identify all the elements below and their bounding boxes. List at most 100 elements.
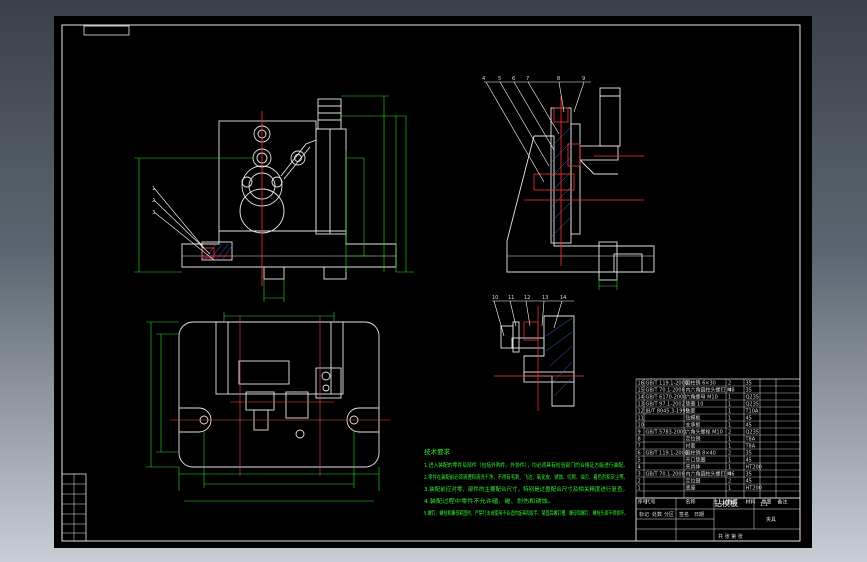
top-view-centerlines [170, 316, 390, 476]
tech-note-2: 2.零件在装配前必须清理和清洗干净，不得有毛刺、飞边、氧化皮、锈蚀、切屑、油污、… [424, 473, 628, 481]
part-material: HT200 [746, 486, 762, 492]
detail-view-callouts: 10 11 12 13 14 [492, 295, 574, 337]
part-material: 35 [746, 472, 752, 478]
part-no: 13 [638, 402, 644, 408]
title-block: 钻模板 夹具 共 张 第 张 1:1 标记 处数 分区 签名 日期 [635, 497, 801, 542]
part-material: Q235 [746, 430, 759, 436]
callout-7: 7 [526, 76, 529, 82]
sheet-count: 共 张 第 张 [718, 533, 743, 540]
part-code: JB/T 8045.3-1999 [645, 409, 689, 415]
part-name: 钻模板 [686, 415, 701, 422]
top-view [178, 321, 380, 468]
callout-6: 6 [512, 76, 515, 82]
part-name: 内六角圆柱头螺钉 M8 [686, 387, 735, 394]
technical-requirements: 技术要求 1.进入装配的零件及部件（包括外购件、外协件），均必须具有检验部门的合… [424, 447, 628, 517]
part-name: 六角头螺栓 M10 [686, 429, 723, 436]
detail-view [500, 315, 575, 407]
revision-count: 处数 [652, 511, 662, 518]
callout-14: 14 [560, 295, 566, 301]
callout-5: 5 [498, 76, 501, 82]
parts-header: 重量 [762, 499, 772, 506]
drawing-title: 钻模板 [714, 498, 738, 508]
part-name: 圆柱销 8×40 [686, 450, 716, 457]
callout-4: 4 [482, 76, 485, 82]
part-no: 9 [638, 430, 641, 436]
tech-notes-heading: 技术要求 [424, 447, 451, 456]
part-no: 7 [638, 444, 641, 450]
part-material: 45 [746, 423, 752, 429]
part-material: 45 [746, 479, 752, 485]
tech-note-1: 1.进入装配的零件及部件（包括外购件、外协件），均必须具有检验部门的合格证方能进… [424, 461, 628, 469]
part-no: 16 [638, 381, 644, 387]
part-code: GB/T 97.1-2002 [646, 402, 685, 408]
front-view-dimensions [134, 95, 414, 302]
parts-header: 代号 [646, 499, 656, 506]
left-binding-strip [61, 473, 87, 542]
part-qty: 4 [728, 388, 731, 394]
part-no: 12 [638, 409, 644, 415]
part-no: 3 [638, 472, 641, 478]
part-name: 定位键 [686, 478, 701, 485]
front-view-hatch [203, 243, 233, 261]
callout-9: 9 [582, 76, 585, 82]
part-qty: 1 [728, 416, 731, 422]
inner-border [61, 24, 801, 542]
callout-3: 3 [152, 210, 155, 216]
part-code: GB/T 70.1-2008 [646, 472, 685, 478]
part-no: 2 [638, 479, 641, 485]
side-view-section-lines [524, 96, 644, 266]
part-qty: 1 [728, 458, 731, 464]
part-no: 10 [638, 423, 644, 429]
part-material: T8A [745, 437, 756, 443]
detail-view-hatch [545, 317, 573, 397]
part-no: 6 [638, 451, 641, 457]
part-material: 45 [746, 416, 752, 422]
revision-sign: 签名 [679, 511, 689, 518]
part-name: 钻套 [686, 408, 696, 415]
side-view-callouts: 4 5 6 7 8 9 [482, 76, 591, 183]
callout-11: 11 [508, 295, 514, 301]
part-no: 1 [638, 486, 641, 492]
part-no: 5 [638, 458, 641, 464]
cad-drawing: 1 2 3 [61, 24, 801, 542]
callout-1: 1 [152, 186, 155, 192]
part-code: GB/T 119.1-2000 [646, 451, 688, 457]
part-name: 定位销 [686, 436, 701, 443]
part-name: 夹具体 [686, 464, 701, 471]
part-qty: 2 [728, 479, 731, 485]
callout-2: 2 [152, 198, 155, 204]
detail-view-section-lines [494, 306, 584, 411]
callout-12: 12 [524, 295, 530, 301]
tech-note-5: 5.螺钉、螺栓和螺母紧固时，严禁打击或使用不合适的旋具和扳手。紧固后螺钉槽、螺母… [424, 509, 628, 517]
part-qty: 1 [728, 423, 731, 429]
tech-note-3: 3.装配前应对零、部件的主要配合尺寸，特别是过盈配合尺寸及相关精度进行复查。 [424, 485, 628, 493]
side-view-dimensions [598, 278, 618, 290]
part-material: 35 [746, 381, 752, 387]
revision-zone: 分区 [664, 511, 674, 518]
part-no: 14 [638, 395, 644, 401]
parts-header: 名称 [686, 499, 696, 506]
part-no: 8 [638, 437, 641, 443]
front-view-callouts: 1 2 3 [152, 186, 215, 261]
revision-date: 日期 [694, 512, 704, 518]
drawing-number-box [83, 25, 130, 36]
part-material: HT200 [746, 465, 762, 471]
revision-mark: 标记 [639, 511, 649, 518]
part-qty: 1 [728, 486, 731, 492]
parts-header: 序号 [638, 499, 648, 506]
parts-header: 数量 [728, 499, 738, 506]
part-name: 衬套 [686, 443, 696, 450]
part-name: 开口垫圈 [686, 457, 706, 464]
part-material: Q235 [746, 395, 759, 401]
callout-10: 10 [492, 295, 498, 301]
part-name: 六角螺母 M10 [686, 394, 718, 401]
callout-13: 13 [542, 295, 548, 301]
drawing-type: 夹具 [766, 516, 776, 523]
part-no: 15 [638, 388, 644, 394]
part-material: Q235 [746, 402, 759, 408]
part-qty: 1 [728, 395, 731, 401]
part-name: 支承板 [686, 422, 701, 429]
part-code: GB/T 70.1-2008 [646, 388, 685, 394]
part-material: 45 [746, 458, 752, 464]
